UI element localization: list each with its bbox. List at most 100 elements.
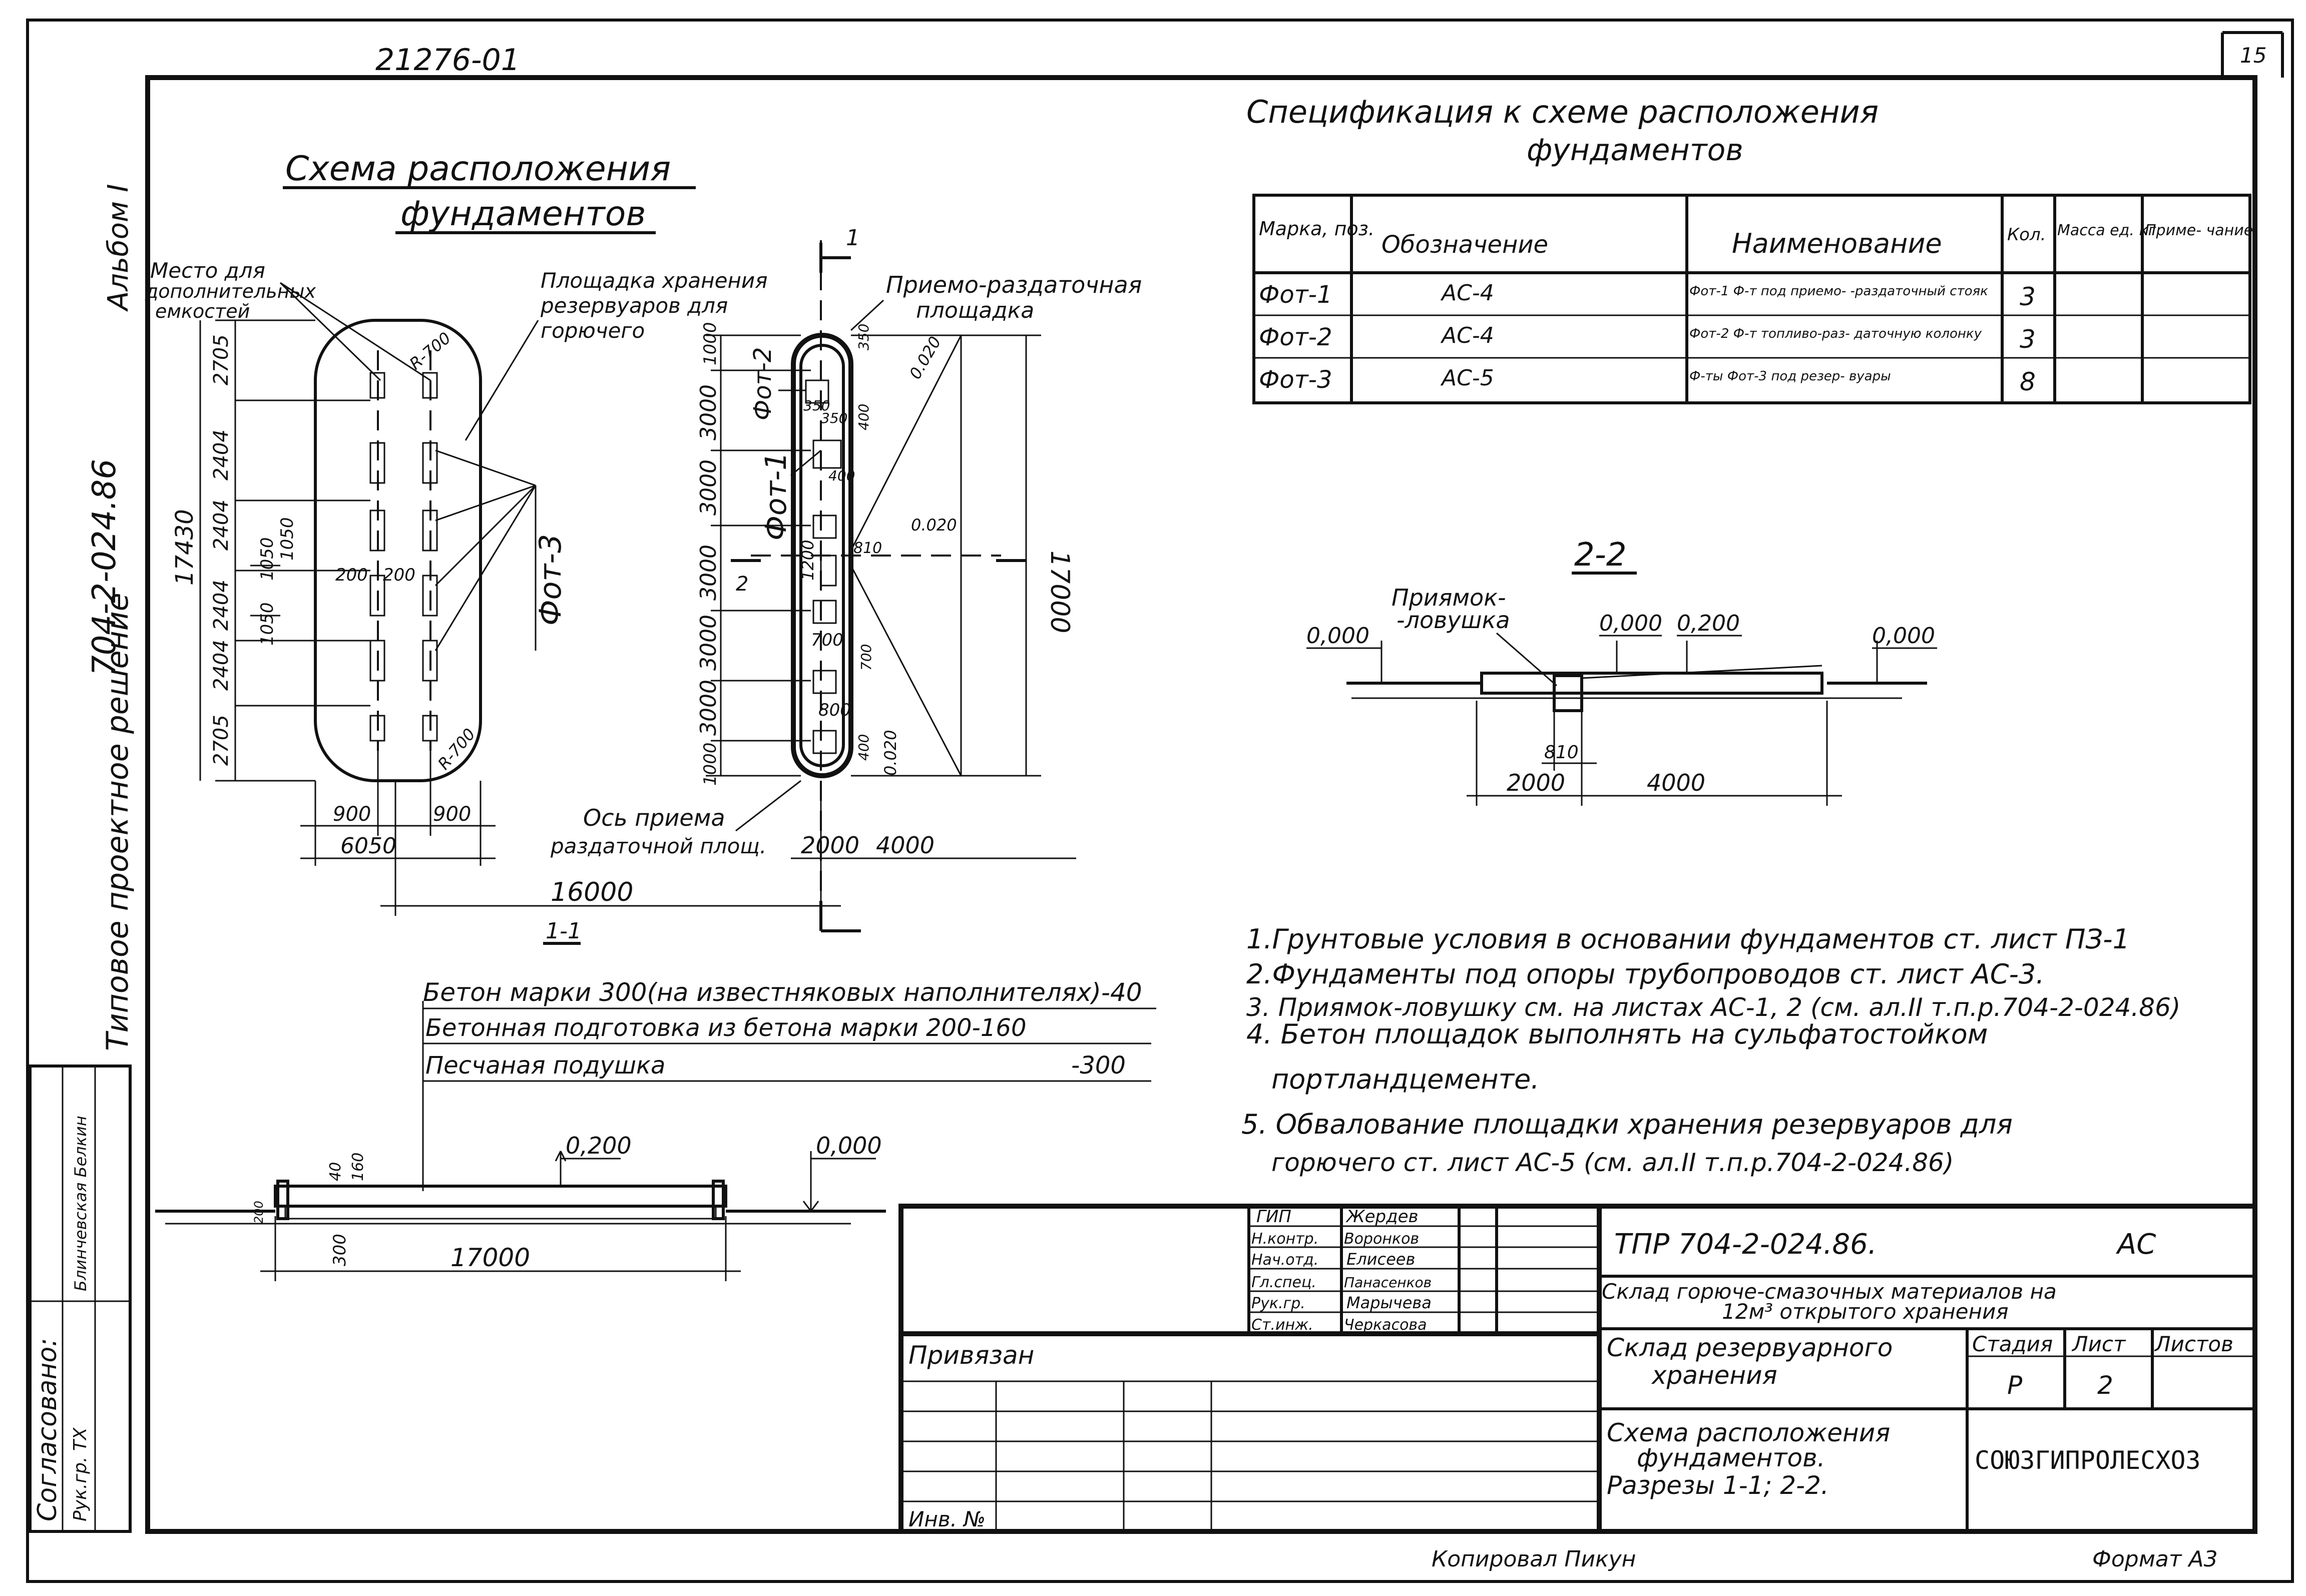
tb-object-line1: Склад горюче-смазочных материалов на <box>1602 1279 2057 1304</box>
label-storage-3: горючего <box>541 318 645 343</box>
tb-organization: СОЮЗГИПРОЛЕСХОЗ <box>1975 1446 2201 1475</box>
dim-700a: 700 <box>811 630 843 650</box>
spec-header-name: Наименование <box>1732 228 1942 259</box>
dim-700b: 700 <box>858 644 874 671</box>
left-dimensions <box>199 319 370 782</box>
plan-title-line1: Схема расположения <box>285 149 671 189</box>
tb-bound: Привязан <box>908 1341 1034 1370</box>
section11-dim-300: 300 <box>330 1234 350 1266</box>
dim-2404b: 2404 <box>210 499 233 551</box>
tank-foundations <box>369 350 438 751</box>
tb-name-1: Жердев <box>1345 1207 1419 1227</box>
tb-drawing-line1: Схема расположения <box>1607 1418 1890 1447</box>
dim-900a: 900 <box>333 803 371 826</box>
title-block-grid <box>898 1204 2257 1534</box>
page-number: 15 <box>2240 43 2266 68</box>
approval-role: Рук.гр. ТХ <box>70 1427 91 1521</box>
section22-level-left: 0,000 <box>1306 623 1369 649</box>
tb-sheet-mark: АС <box>2116 1228 2156 1261</box>
dim-3000e: 3000 <box>696 680 721 736</box>
label-axis-1: Ось приема <box>583 804 725 831</box>
tb-name-3: Елисеев <box>1346 1250 1415 1269</box>
dim-4000-plan: 4000 <box>876 832 935 859</box>
note-5b: горючего ст. лист АС-5 (см. ал.II т.п.р.… <box>1271 1148 1954 1177</box>
note-4b: портландцементе. <box>1271 1063 1539 1095</box>
spec-title-line2: фундаментов <box>1527 133 1743 168</box>
spec-row2-qty: 3 <box>2020 325 2036 354</box>
dim-400b: 400 <box>855 404 872 430</box>
label-tanks-place-2: дополнительных <box>145 280 316 302</box>
section11-layer-1: Бетон марки 300(на известняковых наполни… <box>423 978 1142 1007</box>
note-5: 5. Обвалование площадки хранения резерву… <box>1241 1109 2013 1140</box>
tb-doc-code: ТПР 704-2-024.86. <box>1614 1228 1877 1261</box>
section-1-top: 1 <box>846 225 860 251</box>
spec-row1-name: Фот-1 Ф-т под приемо- -раздаточный стояк <box>1689 284 1988 299</box>
dim-1050c: 1050 <box>257 602 277 646</box>
label-storage-2: резервуаров для <box>540 293 728 318</box>
label-axis-2: раздаточной площ. <box>550 834 766 858</box>
spec-header-qty: Кол. <box>2007 225 2046 245</box>
receiving-dimensions <box>706 334 1041 777</box>
section11-layer-3: Песчаная подушка <box>425 1051 665 1080</box>
note-4: 4. Бетон площадок выполнять на сульфатос… <box>1246 1018 1988 1050</box>
section22-dim-810: 810 <box>1544 742 1579 763</box>
mark-fom3: Фот-3 <box>533 534 568 626</box>
slope-b: 0.020 <box>911 515 957 535</box>
format-label: Формат А3 <box>2092 1546 2218 1572</box>
spec-row3-qty: 8 <box>2020 367 2036 396</box>
sheet-frame <box>26 19 2294 1583</box>
spec-table <box>1252 194 2251 404</box>
tb-sheets-header: Листов <box>2154 1332 2233 1356</box>
album-label: Альбом I <box>102 184 135 312</box>
section22-trap-1: Приямок- <box>1392 584 1506 611</box>
dim-17430: 17430 <box>171 509 199 586</box>
tb-name-6: Черкасова <box>1344 1316 1427 1334</box>
project-code-vertical: 704-2-024.86 <box>86 459 123 676</box>
dim-6050: 6050 <box>340 833 396 859</box>
plan-title-line2: фундаментов <box>400 194 646 234</box>
mark-fom2: Фот-2 <box>749 347 777 420</box>
dim-2404a: 2404 <box>210 429 233 480</box>
tb-role-1: ГИП <box>1256 1207 1291 1227</box>
dim-350b: 350 <box>821 410 847 426</box>
spec-row3-designation: АС-5 <box>1440 365 1494 391</box>
approval-block <box>29 1065 132 1533</box>
storage-area-outline <box>314 319 482 782</box>
dim-200b: 200 <box>383 565 415 585</box>
approval-title: Согласовано: <box>33 1338 63 1521</box>
dim-3000b: 3000 <box>696 459 721 515</box>
note-3: 3. Приямок-ловушку см. на листах АС-1, 2… <box>1246 993 2180 1022</box>
tb-drawing-line2: фундаментов. <box>1637 1443 1825 1472</box>
section-label-1-1: 1-1 <box>546 918 582 944</box>
mark-fom1: Фот-1 <box>759 452 793 541</box>
tb-name-4: Панасенков <box>1344 1274 1432 1291</box>
tb-part-line1: Склад резервуарного <box>1607 1333 1893 1362</box>
top-code: 21276-01 <box>375 43 520 78</box>
dim-3000a: 3000 <box>696 384 721 440</box>
dim-1000b: 1000 <box>700 742 720 786</box>
dim-1000a: 1000 <box>700 322 720 365</box>
fom3-leaders <box>434 449 537 651</box>
dim-1050a: 1050 <box>257 537 277 581</box>
dim-2000-plan: 2000 <box>801 832 859 859</box>
slope-triangles <box>850 334 962 777</box>
section11-dim-40: 40 <box>327 1162 344 1181</box>
spec-header-note: Приме- чание <box>2145 222 2253 239</box>
tb-drawing-line3: Разрезы 1-1; 2-2. <box>1607 1471 1829 1500</box>
section11-dim-160: 160 <box>349 1153 367 1181</box>
section11-layer-2: Бетонная подготовка из бетона марки 200-… <box>425 1014 1027 1042</box>
section22-dim-2000: 2000 <box>1507 769 1565 796</box>
section22-trap-2: -ловушка <box>1397 607 1510 634</box>
section22-level-right: 0,000 <box>1872 623 1935 649</box>
label-receiving-1: Приемо-раздаточная <box>886 271 1142 298</box>
tb-part-line2: хранения <box>1651 1361 1777 1390</box>
label-tanks-place-1: Место для <box>150 258 265 283</box>
spec-title-line1: Спецификация к схеме расположения <box>1246 94 1879 130</box>
note-2: 2.Фундаменты под опоры трубопроводов ст.… <box>1246 958 2044 990</box>
dim-350c: 350 <box>855 324 872 350</box>
section22-level-mid: 0,000 <box>1599 611 1662 636</box>
section22-level-200: 0,200 <box>1677 611 1740 636</box>
spec-row2-mark: Фот-2 <box>1259 323 1332 351</box>
slope-c: 0.020 <box>881 730 900 776</box>
